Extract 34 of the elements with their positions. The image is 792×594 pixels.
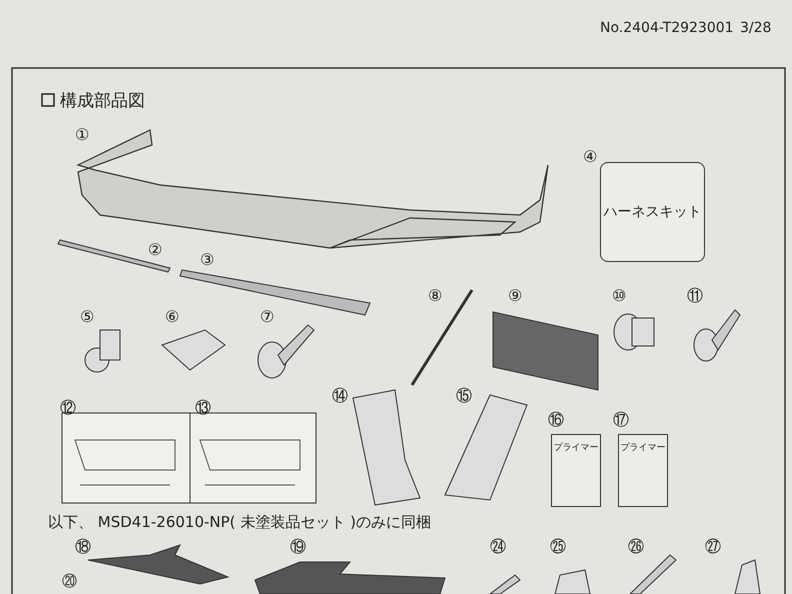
callout-number: ⑳ bbox=[62, 572, 77, 591]
primer-label-card bbox=[618, 434, 668, 507]
part-name: プライマー bbox=[554, 441, 598, 454]
callout-number: ⑱ bbox=[75, 537, 91, 558]
callout-number: ⑤ bbox=[80, 307, 94, 326]
callout-number: ⑦ bbox=[260, 307, 274, 326]
part-name: プライマー bbox=[620, 441, 666, 454]
callout-number: ㉔ bbox=[490, 537, 506, 556]
callout-number: ㉗ bbox=[705, 537, 721, 556]
callout-number: ⑨ bbox=[508, 286, 522, 305]
callout-number: ⑮ bbox=[456, 386, 472, 407]
callout-number: ⑭ bbox=[332, 386, 348, 407]
callout-number: ⑲ bbox=[290, 537, 306, 558]
note-text: 以下、 MSD41-26010-NP( 未塗装品セット )のみに同梱 bbox=[48, 513, 431, 532]
primer-label-card bbox=[551, 434, 601, 507]
document-number: No.2404-T2923001 bbox=[600, 20, 734, 36]
callout-number: ⑩ bbox=[612, 286, 626, 305]
callout-number: ⑧ bbox=[428, 286, 442, 305]
callout-number: ⑯ bbox=[548, 410, 564, 431]
callout-number: ② bbox=[148, 240, 162, 259]
callout-number: ㉖ bbox=[628, 537, 644, 556]
part-card bbox=[600, 162, 705, 262]
callout-number: ⑬ bbox=[195, 398, 211, 419]
callout-number: ⑪ bbox=[687, 286, 703, 307]
page-number: 3/28 bbox=[740, 20, 772, 36]
callout-number: ④ bbox=[583, 147, 598, 166]
callout-number: ① bbox=[75, 125, 90, 144]
callout-number: ③ bbox=[200, 250, 214, 269]
callout-number: ㉕ bbox=[550, 537, 566, 556]
callout-number: ⑰ bbox=[613, 410, 629, 431]
callout-number: ⑥ bbox=[165, 307, 180, 326]
part-name: ハーネスキット bbox=[604, 203, 702, 221]
section-title: 構成部品図 bbox=[60, 90, 145, 112]
callout-number: ⑫ bbox=[60, 398, 76, 419]
